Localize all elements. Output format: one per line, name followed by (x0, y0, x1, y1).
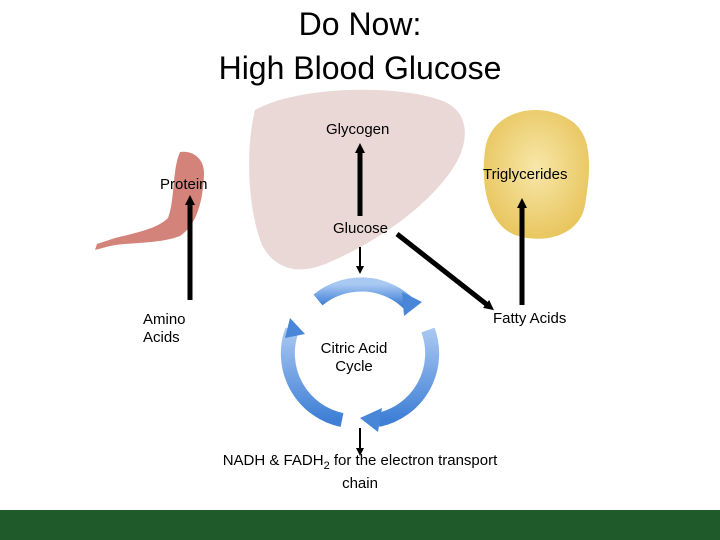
liver-image (249, 89, 465, 270)
fat-tissue-image (483, 110, 590, 239)
label-nadh-line2: chain (342, 475, 378, 492)
label-protein: Protein (160, 176, 208, 193)
nadh-subscript: 2 (323, 460, 330, 472)
arm-muscle-image (95, 151, 205, 250)
citric-acid-cycle-ring (280, 277, 440, 427)
label-amino-acids: Amino Acids (143, 311, 186, 347)
label-nadh-fadh2: NADH & FADH2 for the electron transport … (200, 452, 520, 493)
label-amino-acids-line1: Amino (143, 311, 186, 328)
title-line-1: Do Now: (298, 6, 422, 42)
nadh-text-pre: NADH & FADH (222, 452, 324, 469)
label-fatty-acids: Fatty Acids (493, 310, 567, 327)
arrow-glucose-to-fatty-acids (395, 232, 494, 311)
label-nadh-line1: NADH & FADH2 for the electron transport (200, 452, 520, 475)
label-citric-line1: Citric Acid (320, 340, 388, 357)
footer-bar (0, 510, 720, 540)
label-triglycerides: Triglycerides (483, 166, 568, 183)
nadh-text-post: for the electron transport (329, 452, 498, 469)
label-amino-acids-line2: Acids (143, 329, 180, 346)
label-glycogen: Glycogen (326, 121, 390, 138)
title-line-2: High Blood Glucose (218, 50, 502, 86)
label-glucose: Glucose (333, 220, 389, 237)
cycle-arrowheads (285, 292, 422, 432)
label-citric-acid-cycle: Citric Acid Cycle (308, 340, 400, 376)
label-citric-line2: Cycle (335, 358, 373, 375)
